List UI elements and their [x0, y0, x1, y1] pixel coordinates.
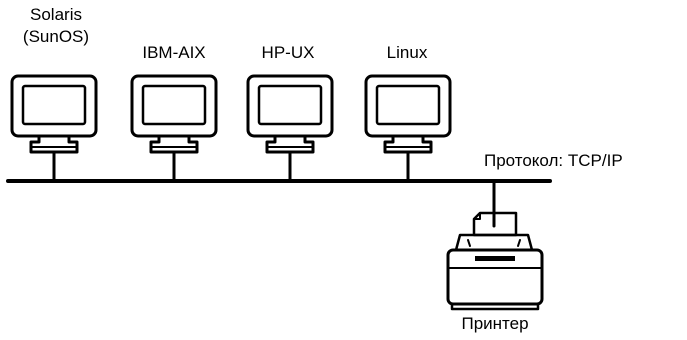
printer-icon [446, 211, 544, 311]
label-ibm-aix: IBM-AIX [142, 43, 206, 62]
label-hp-ux: HP-UX [261, 43, 315, 62]
label-solaris-line2: (SunOS) [22, 27, 90, 46]
printer-label: Принтер [461, 314, 529, 333]
label-linux: Linux [386, 43, 428, 62]
label-solaris-line1: Solaris [30, 5, 82, 24]
protocol-label: Протокол: TCP/IP [484, 151, 623, 170]
label-solaris: Solaris (SunOS) [2, 4, 110, 48]
computer-solaris-icon [10, 74, 98, 154]
computer-ibm-aix-icon [130, 74, 218, 154]
computer-hp-ux-icon [246, 74, 334, 154]
computer-linux-icon [364, 74, 452, 154]
